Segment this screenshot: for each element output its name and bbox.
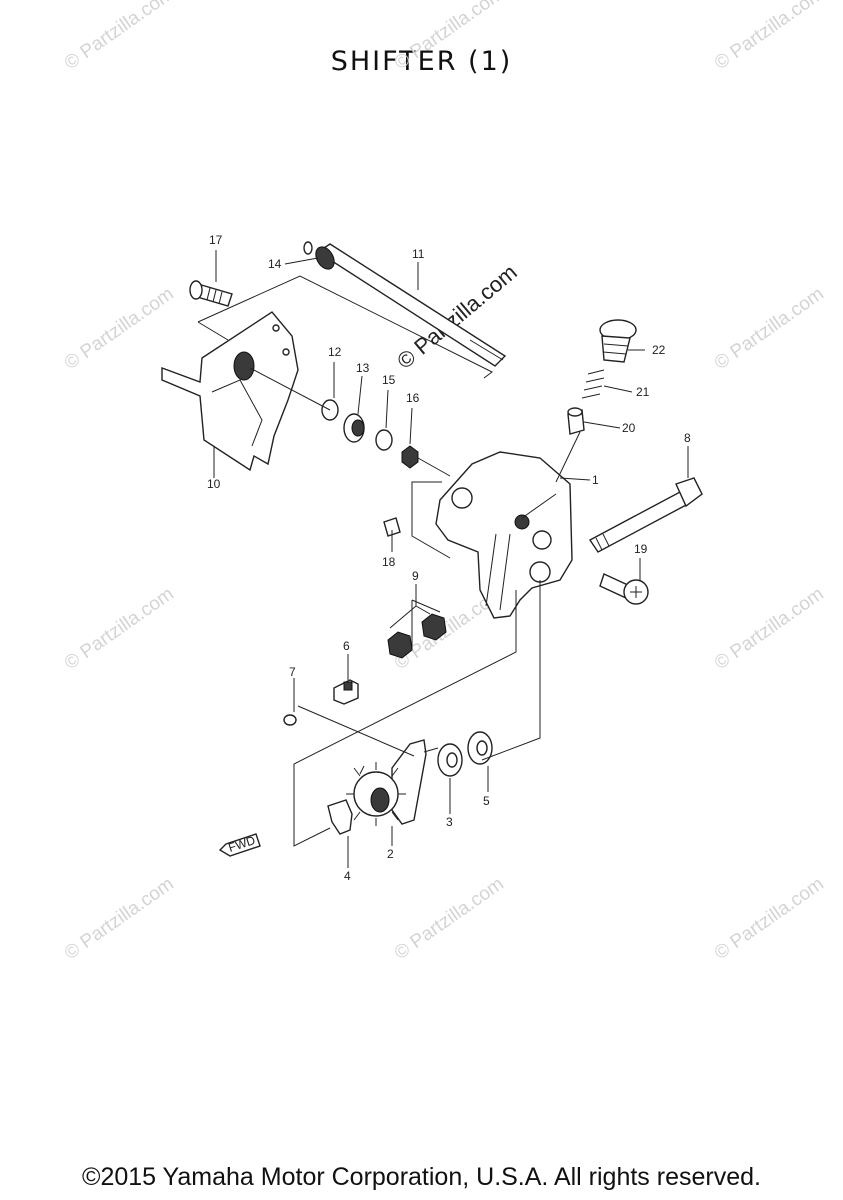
- callout-8: 8: [684, 431, 691, 445]
- callout-12: 12: [328, 345, 342, 359]
- spring-part-21: [581, 369, 605, 399]
- watermark: © Partzilla.com: [391, 873, 508, 964]
- e-ring-part-7: [283, 714, 297, 726]
- callout-17: 17: [209, 233, 223, 247]
- callout-21: 21: [636, 385, 650, 399]
- watermark: © Partzilla.com: [711, 873, 828, 964]
- nut-part-16: [401, 445, 419, 469]
- screw-part-19: [599, 573, 649, 605]
- callout-19: 19: [634, 542, 648, 556]
- callout-3: 3: [446, 815, 453, 829]
- watermark: © Partzilla.com: [61, 283, 178, 374]
- gear-lever-part-2: [346, 739, 439, 826]
- callout-4: 4: [344, 869, 351, 883]
- watermark: © Partzilla.com: [61, 583, 178, 674]
- pin-part-18: [383, 517, 401, 537]
- watermark: © Partzilla.com: [711, 283, 828, 374]
- copyright-footer: ©2015 Yamaha Motor Corporation, U.S.A. A…: [82, 1163, 761, 1191]
- watermark: © Partzilla.com: [61, 0, 178, 74]
- callout-5: 5: [483, 794, 490, 808]
- callout-20: 20: [622, 421, 636, 435]
- washer-part-5: [467, 731, 493, 765]
- collar-part-13: [343, 413, 365, 443]
- watermark: © Partzilla.com: [391, 0, 508, 74]
- diagram-title: SHIFTER (1): [330, 46, 513, 77]
- callout-9: 9: [412, 569, 419, 583]
- watermark: © Partzilla.com: [711, 0, 828, 74]
- watermark: © Partzilla.com: [61, 873, 178, 964]
- callout-14: 14: [268, 257, 282, 271]
- nuts-part-9: [387, 613, 447, 659]
- callout-10: 10: [207, 477, 221, 491]
- shifter-housing-part-1: [435, 451, 573, 619]
- callout-11: 11: [412, 247, 425, 261]
- fwd-arrow-icon: FWD: [218, 833, 261, 857]
- clip-part-6: [333, 679, 359, 705]
- callout-13: 13: [356, 361, 370, 375]
- callout-numbers: 1 2 3 4 5 6 7 8 9 10 11 12 13 14 15 16 1…: [207, 233, 691, 883]
- callout-15: 15: [382, 373, 396, 387]
- pin-part-20: [567, 407, 585, 435]
- bolt-part-8: [588, 477, 703, 553]
- callout-7: 7: [289, 665, 296, 679]
- leader-lines: [213, 250, 689, 868]
- bolt-part-17: [189, 280, 233, 307]
- callout-18: 18: [382, 555, 396, 569]
- watermark: © Partzilla.com: [711, 583, 828, 674]
- callout-6: 6: [343, 639, 350, 653]
- plug-part-22: [599, 319, 637, 363]
- callout-1: 1: [592, 473, 599, 487]
- washer-part-15: [375, 429, 393, 451]
- shaft-part-11: [303, 241, 507, 367]
- callout-2: 2: [387, 847, 394, 861]
- washer-part-3: [437, 743, 463, 777]
- stopper-part-4: [327, 799, 353, 835]
- callout-16: 16: [406, 391, 420, 405]
- cover-plate-part-10: [161, 311, 299, 472]
- watermarks: © Partzilla.com © Partzilla.com © Partzi…: [61, 0, 828, 964]
- assembly-guide-lines: [197, 275, 581, 847]
- callout-22: 22: [652, 343, 666, 357]
